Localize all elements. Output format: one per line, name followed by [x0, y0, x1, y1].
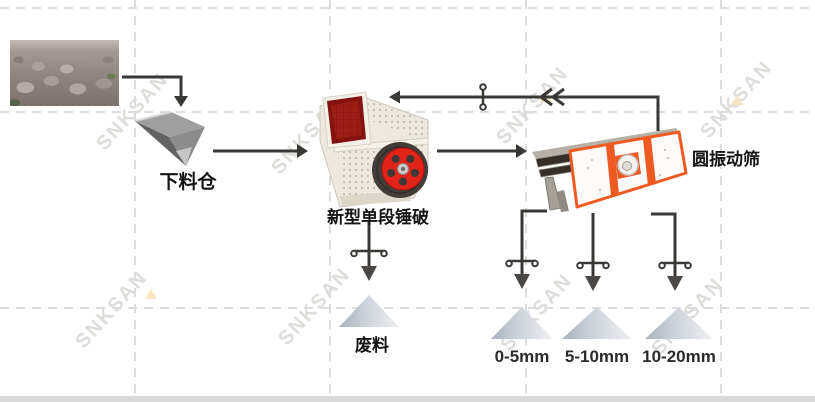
- arrow-crusher-to-screen: [437, 144, 527, 158]
- crusher-graphic: [319, 91, 429, 208]
- arrow-screen-to-product-10-20: [651, 212, 692, 291]
- arrow-photo-to-hopper: [122, 75, 188, 107]
- arrow-screen-to-product-0-5: [505, 209, 547, 289]
- tap-symbol-icon: [479, 83, 487, 111]
- logo-triangle-icon: [731, 95, 743, 105]
- product-pile-5-10: [562, 307, 632, 339]
- arrow-screen-to-product-5-10: [576, 213, 610, 291]
- logo-triangle-icon: [145, 289, 157, 299]
- product-pile-10-20: [645, 307, 713, 339]
- waste-pile: [339, 295, 399, 327]
- screen-label: 圆振动筛: [692, 150, 760, 169]
- product-label-0-5: 0-5mm: [494, 347, 550, 366]
- screen-graphic: [532, 128, 688, 212]
- arrow-hopper-to-crusher: [213, 144, 308, 158]
- arrow-crusher-to-waste: [350, 222, 388, 281]
- double-chevron-icon: [538, 87, 565, 107]
- crusher-label: 新型单段锤破: [327, 208, 429, 227]
- product-pile-0-5: [491, 307, 553, 339]
- waste-label: 废料: [355, 336, 389, 355]
- hopper-label: 下料仓: [159, 172, 217, 193]
- hopper-graphic: [134, 111, 205, 166]
- product-label-10-20: 10-20mm: [642, 347, 716, 366]
- arrow-screen-return-to-crusher: [389, 83, 660, 131]
- flywheel-icon: [372, 142, 428, 198]
- bottom-bar: [0, 396, 815, 402]
- product-label-5-10: 5-10mm: [564, 347, 630, 366]
- raw-material-photo: [10, 40, 119, 106]
